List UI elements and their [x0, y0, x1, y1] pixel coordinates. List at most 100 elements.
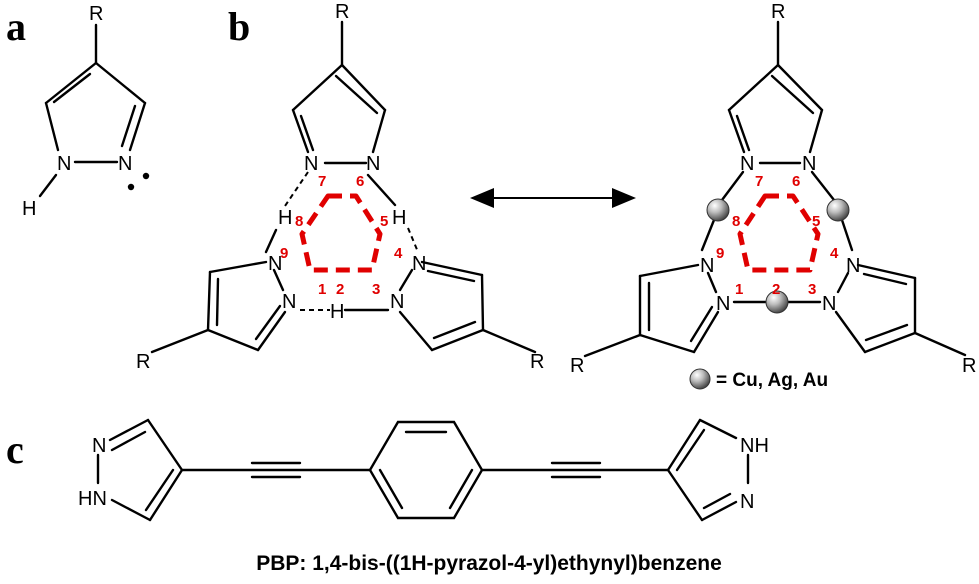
- bond: [834, 310, 867, 354]
- bond: [371, 108, 387, 154]
- bond: [638, 333, 696, 354]
- nitrogen-atom: N: [92, 435, 106, 457]
- r-substituent: R: [136, 351, 150, 373]
- panel-c-label: c: [6, 427, 24, 472]
- nitrogen-atom: N: [390, 291, 404, 313]
- bond: [148, 468, 184, 522]
- panel-a-label: a: [6, 4, 26, 49]
- nitrogen-atom: N: [802, 153, 816, 175]
- ring-number: 8: [732, 213, 740, 230]
- hydrogen-atom: H: [392, 207, 406, 229]
- nitrogen-atom: N: [268, 253, 282, 275]
- nh-group: HN: [78, 488, 107, 510]
- n-h-bond: [38, 173, 58, 198]
- n-m-bond: [840, 218, 854, 252]
- r-bond: [481, 328, 537, 354]
- panel-b: b: [136, 1, 976, 391]
- nitrogen-atom: N: [740, 491, 754, 513]
- r-substituent: R: [962, 355, 976, 377]
- bond: [727, 63, 780, 112]
- h-bonded-trimer: [150, 20, 537, 354]
- red-ring: [737, 193, 821, 273]
- r-substituent: R: [89, 3, 103, 25]
- double-bond: [864, 323, 909, 342]
- panel-c: c: [6, 418, 769, 575]
- double-bond: [378, 468, 404, 510]
- ring-number: 4: [830, 245, 839, 262]
- ring-number: 9: [716, 245, 724, 262]
- r-substituent: R: [771, 1, 785, 23]
- ring-number: 5: [380, 213, 388, 230]
- ring-number: 9: [280, 245, 288, 262]
- double-bond: [702, 492, 732, 510]
- bond: [208, 260, 268, 274]
- r-bond: [913, 331, 967, 357]
- pyrazole-molecule: [38, 23, 147, 198]
- double-bond: [299, 114, 315, 152]
- lone-pair-dot: [142, 172, 150, 180]
- bond: [340, 63, 387, 112]
- double-bond: [770, 74, 815, 115]
- nitrogen-atom: N: [304, 153, 318, 175]
- bond: [398, 310, 434, 352]
- double-bond: [215, 277, 220, 327]
- r-substituent: R: [570, 355, 584, 377]
- nitrogen-atom: N: [57, 153, 71, 175]
- metal-atom: [706, 198, 730, 222]
- metal-legend-icon: [689, 368, 711, 390]
- ring-number: 5: [812, 213, 820, 230]
- bond: [44, 101, 60, 152]
- pbp-molecule: [96, 418, 750, 522]
- bond: [128, 101, 147, 152]
- bond: [692, 310, 720, 354]
- double-bond: [689, 305, 714, 343]
- double-bond: [52, 72, 92, 104]
- ring-number: 2: [772, 281, 780, 298]
- double-bond: [254, 304, 282, 341]
- metal-atom: [765, 290, 789, 314]
- nitrogen-atom: N: [846, 255, 860, 277]
- bond: [420, 260, 484, 277]
- nitrogen-atom: N: [822, 293, 836, 315]
- nitrogen-atom: N: [366, 153, 380, 175]
- bond: [44, 61, 98, 105]
- bond: [206, 270, 212, 332]
- bond: [108, 418, 150, 442]
- ring-number: 1: [318, 281, 326, 298]
- double-bond: [110, 430, 147, 452]
- bond: [666, 418, 702, 472]
- double-bond: [432, 320, 477, 340]
- n-m-bond: [720, 170, 745, 202]
- nitrogen-atom: N: [740, 153, 754, 175]
- ring-number: 4: [394, 245, 403, 262]
- n-n-bond: [836, 271, 850, 294]
- hydrogen-bond: [407, 227, 419, 253]
- bond: [206, 328, 260, 352]
- r-bond: [150, 328, 210, 354]
- double-bond: [426, 269, 476, 283]
- bond: [700, 500, 738, 522]
- double-bond: [334, 74, 379, 115]
- ring-number: 1: [735, 281, 743, 298]
- double-bond: [448, 468, 474, 510]
- hydrogen-atom: H: [22, 198, 36, 220]
- r-substituent: R: [530, 351, 544, 373]
- bond: [146, 418, 184, 472]
- ring-number: 3: [808, 281, 816, 298]
- molecule-caption: PBP: 1,4-bis-((1H-pyrazol-4-yl)ethynyl)b…: [256, 552, 722, 575]
- bond: [776, 63, 824, 112]
- nitrogen-atom: N: [118, 153, 132, 175]
- bond: [808, 108, 824, 154]
- ring-number: 8: [295, 213, 303, 230]
- double-bond: [862, 272, 908, 286]
- nitrogen-atom: N: [282, 291, 296, 313]
- r-substituent: R: [335, 1, 349, 23]
- panel-a: a R N N H: [6, 3, 150, 220]
- bond: [727, 108, 746, 154]
- metal-atom: [826, 198, 850, 222]
- bond: [480, 273, 485, 332]
- bond: [698, 418, 738, 440]
- hydrogen-bond: [284, 171, 309, 207]
- nitrogen-atom: N: [716, 293, 730, 315]
- nh-group: NH: [740, 435, 769, 457]
